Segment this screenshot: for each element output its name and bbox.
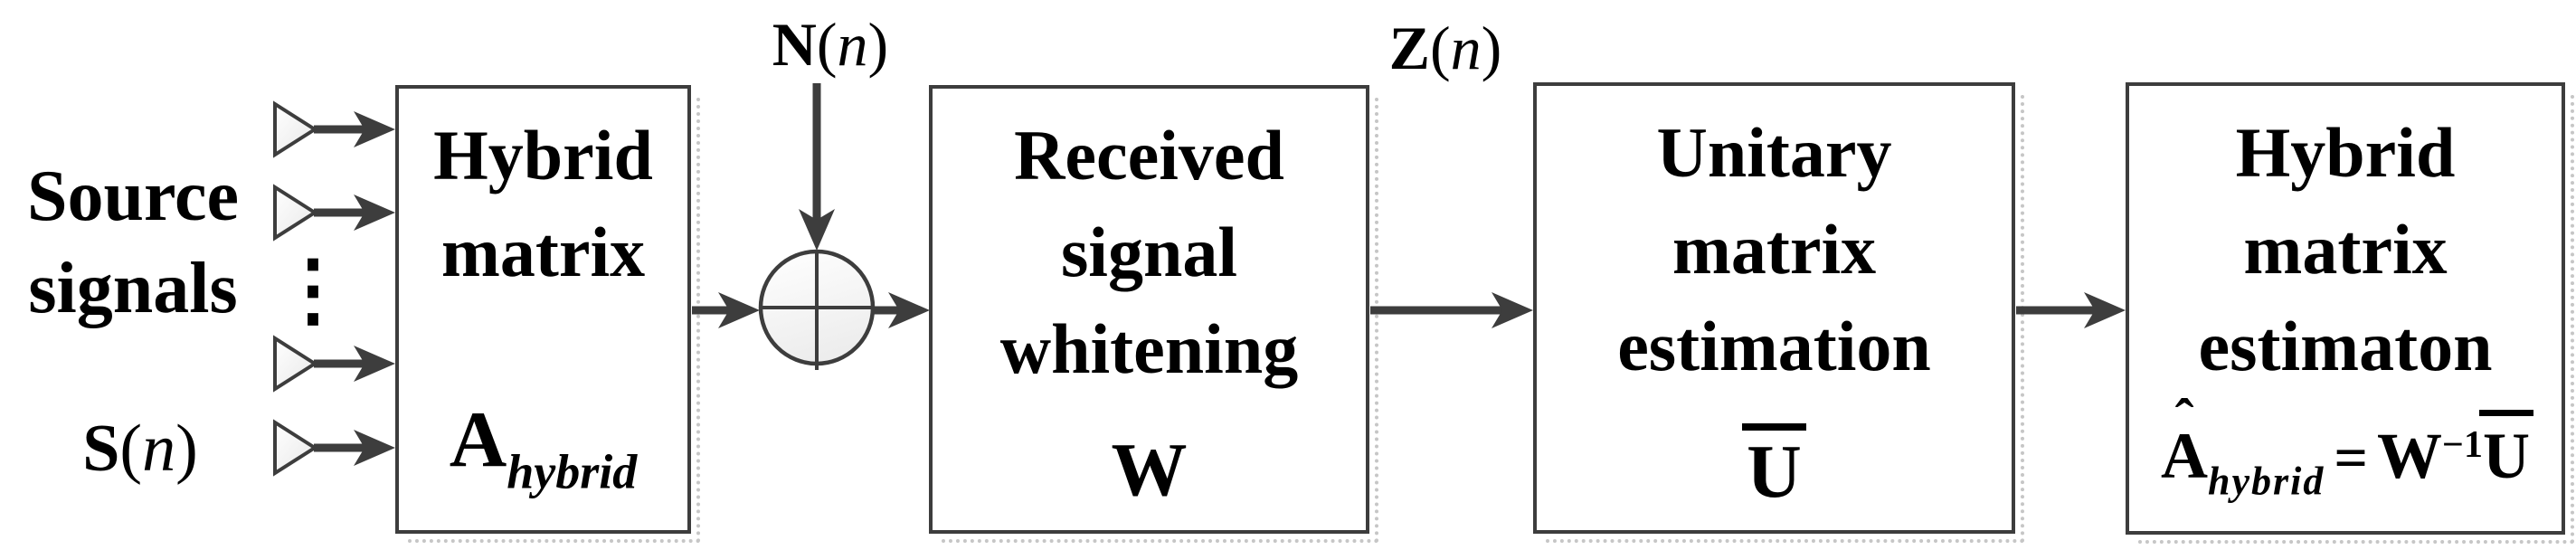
s-of-n-label: S(n) [82, 412, 198, 486]
antenna-triangle [273, 419, 318, 477]
block-title: Unitary matrix estimation [1617, 113, 1931, 385]
block-symbol-w: W [1111, 428, 1188, 512]
antenna-arrow-head [354, 194, 395, 231]
arrow-head [2084, 292, 2126, 328]
antenna-arrow-head [354, 430, 395, 466]
antenna-icon [273, 100, 395, 158]
antenna-triangle [273, 184, 318, 242]
source-signals-label: Source signals [7, 150, 259, 335]
block-title: Received signal whitening [999, 116, 1299, 388]
block-received-signal-whitening: Received signal whitening W [929, 85, 1378, 543]
block-unitary-matrix-estimation: Unitary matrix estimation U [1533, 82, 2024, 543]
antenna-icon [273, 335, 395, 393]
arrow-head [799, 209, 835, 251]
arrow-head [1492, 292, 1533, 328]
source-label-line1: Source [26, 156, 240, 236]
vertical-ellipsis: ⋮ [273, 247, 353, 335]
block-symbol-a-hybrid: Ahybrid [449, 395, 638, 498]
noise-n-of-n-label: N(n) [772, 10, 889, 79]
block-title: Hybrid matrix estimaton [2198, 113, 2493, 385]
source-label-line2: signals [28, 249, 238, 328]
z-of-n-label: Z(n) [1388, 14, 1502, 82]
arrow-head [888, 292, 930, 328]
antenna-arrow-head [354, 111, 395, 147]
block-symbol-u-bar: U [1537, 423, 2012, 510]
antenna-icon [273, 419, 395, 477]
antenna-arrow-head [354, 346, 395, 382]
sum-junction-icon [758, 249, 876, 366]
antenna-triangle [273, 335, 318, 393]
block-title: Hybrid matrix [433, 116, 653, 291]
antenna-icon [273, 184, 395, 242]
block-hybrid-matrix: Hybrid matrix Ahybrid [395, 85, 700, 543]
arrow-head [718, 292, 760, 328]
antenna-triangle [273, 100, 318, 158]
